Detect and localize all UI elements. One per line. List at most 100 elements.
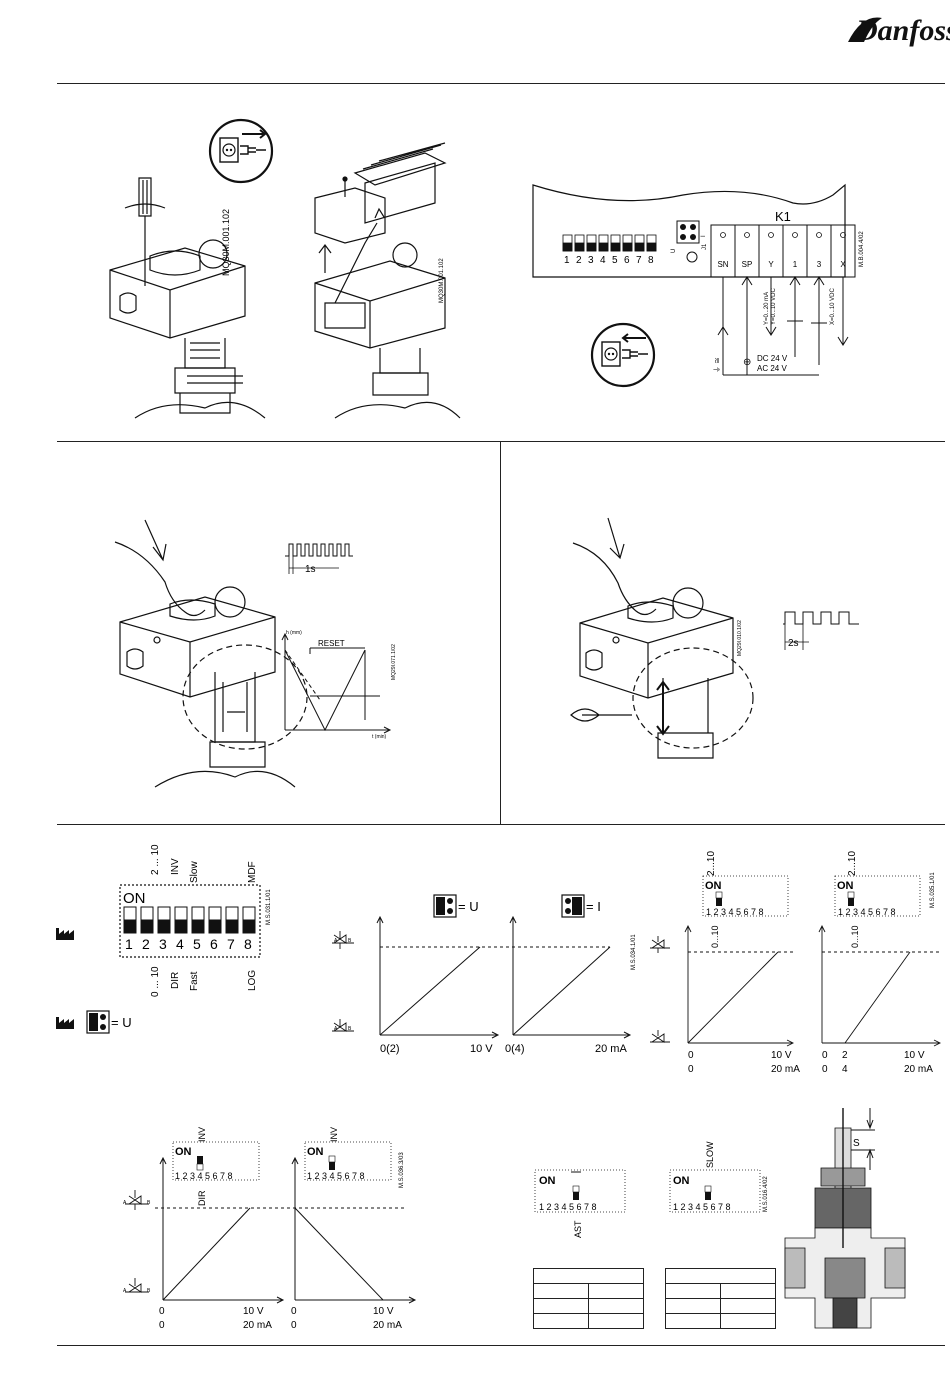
dip-top-7: MDF: [247, 861, 258, 883]
dip-bottom-7: LOG: [247, 970, 258, 991]
jumper-i: I: [701, 235, 707, 237]
power-plug-in-icon: [590, 322, 656, 388]
s4-valve-b-top: B: [147, 1200, 151, 1206]
terminal-block: 1 2 3 4 5 6 7 8 U I J1 K1 SN SP Y 1 3 X …: [532, 183, 865, 376]
tb-dip-7: 7: [636, 255, 642, 266]
dip-num-1: 1: [125, 936, 133, 952]
dir-inv-graphs: INV ON 1 2 3 4 5 6 7 8 DIR INV ON 1 2 3 …: [123, 1127, 417, 1331]
marking-mid: MQ30M.001.102: [439, 258, 445, 303]
graph-d-v-start: 0: [822, 1050, 828, 1061]
graph-d-v-end: 10 V: [904, 1050, 925, 1061]
slow-dip-on: ON: [673, 1175, 690, 1187]
power-unplug-icon: [208, 118, 274, 184]
dip-num-6: 6: [210, 936, 218, 952]
timing-table-left: [533, 1268, 644, 1329]
dip-num-5: 5: [193, 936, 201, 952]
t-axis: t (min): [372, 734, 387, 740]
actuator-cover-removed-drawing: MQ30M.001.102: [314, 142, 461, 419]
stroke-label: S: [853, 1138, 860, 1149]
jumper-u: U: [671, 249, 677, 253]
s4-g1-v-end: 10 V: [243, 1306, 264, 1317]
s4-valve-a-top: A: [123, 1200, 127, 1206]
range-graph-c: 2...10 ON 1 2 3 4 5 6 7 8 0...10 0 10 V …: [650, 851, 800, 1075]
g2-dip-nums: 1 2 3 4 5 6 7 8: [307, 1171, 365, 1181]
terminal-sn: SN: [717, 260, 728, 269]
dip-num-8: 8: [244, 936, 252, 952]
graph-d-ma-start: 0: [822, 1064, 828, 1075]
mid-marking: M.S.034.1/01: [631, 934, 637, 970]
factory-icon: [56, 928, 74, 940]
ast-dip-on: ON: [539, 1175, 556, 1187]
signal-x: X=0...10 VDC: [830, 287, 836, 325]
brand-name: Danfoss: [855, 14, 950, 47]
dip-num-7: 7: [227, 936, 235, 952]
jumper-u-factory: = U: [86, 1010, 132, 1034]
valve-a-top: A: [334, 938, 338, 944]
terminal-sp: SP: [742, 260, 753, 269]
graph-c-dip-on: ON: [705, 880, 722, 892]
graph-u-x-end: 10 V: [470, 1043, 493, 1055]
terminal-x: X: [840, 260, 846, 269]
tb-dip-4: 4: [600, 255, 606, 266]
terminal-3: 3: [817, 260, 822, 269]
danfoss-logo: Danfoss: [848, 14, 950, 47]
terminal-1: 1: [793, 260, 798, 269]
ground-symbol: ⏚ ≅: [713, 357, 721, 373]
jumper-u-label-a: = U: [111, 1015, 132, 1030]
section2-marking: MQ29I.071.1/02: [391, 644, 397, 680]
s4-g1-ma-start: 0: [159, 1320, 165, 1331]
s4-g2-ma-end: 20 mA: [373, 1320, 402, 1331]
graph-i-x-start: 0(4): [505, 1043, 525, 1055]
g2-dip-on: ON: [307, 1146, 324, 1158]
section2-vdivider: [500, 441, 501, 824]
manual-override-hand-drawing: [570, 517, 754, 759]
tb-dip-8: 8: [648, 255, 654, 266]
header-divider: [57, 83, 945, 84]
ast-slow-dips: ON 1 2 3 4 5 6 7 8 AST ON 1 2 3 4 5 6 7 …: [534, 1141, 769, 1238]
dip-top-3: Slow: [189, 861, 200, 883]
dip-top-2: INV: [170, 858, 181, 875]
jumper-j1: J1: [702, 243, 708, 250]
s4-valve-b-bottom: B: [147, 1288, 151, 1294]
actuator-screwdriver-drawing: MQ30M.001.102: [109, 177, 266, 419]
s4-g1-v-start: 0: [159, 1306, 165, 1317]
section2-marking-right: MQ29I.010.1/02: [737, 620, 743, 656]
dip-top-1: 2 ... 10: [150, 844, 161, 875]
graph-d-ma-mid: 4: [842, 1064, 848, 1075]
reset-pulse-diagram: 1s: [285, 543, 353, 575]
section1-divider: [57, 441, 945, 442]
graph-c-dip-side: 0...10: [710, 925, 720, 948]
right-marking: M.S.035.1/01: [930, 872, 936, 908]
graph-u-x-start: 0(2): [380, 1043, 400, 1055]
dip-num-4: 4: [176, 936, 184, 952]
graph-d-dip-side: 0...10: [850, 925, 860, 948]
tb-dip-6: 6: [624, 255, 630, 266]
signal-y2: Y=0...20 mA: [764, 292, 770, 325]
graph-c-v-start: 0: [688, 1050, 694, 1061]
section2-right-marking: MQ29I.010.1/02: [737, 620, 743, 656]
terminal-marking: M.B.004.4/02: [859, 231, 865, 267]
pulse-1s: 1s: [305, 564, 316, 575]
s4-g2-ma-start: 0: [291, 1320, 297, 1331]
terminal-y: Y: [768, 260, 774, 269]
supply-dc: DC 24 V: [757, 354, 788, 363]
graph-c-dip-top: 2...10: [706, 851, 717, 876]
section4-marking: M.S.036.3/03: [399, 1152, 405, 1188]
graph-c-dip-nums: 1 2 3 4 5 6 7 8: [706, 907, 764, 917]
graph-d-dip-on: ON: [837, 880, 854, 892]
supply-ac: AC 24 V: [757, 364, 787, 373]
dip-on-label: ON: [123, 890, 146, 907]
marking-left: MQ30M.001.102: [221, 209, 231, 276]
graph-c-ma-start: 0: [688, 1064, 694, 1075]
g1-dip-nums: 1 2 3 4 5 6 7 8: [175, 1171, 233, 1181]
h-axis: h (mm): [286, 630, 302, 636]
inv-label-1: INV: [197, 1127, 207, 1142]
jumper-u-label-b: = U: [458, 899, 479, 914]
inv-label-2: INV: [329, 1127, 339, 1142]
graph-c-ma-end: 20 mA: [771, 1064, 800, 1075]
graph-c-v-end: 10 V: [771, 1050, 792, 1061]
slow-dip-nums: 1 2 3 4 5 6 7 8: [673, 1202, 731, 1212]
jumper-i-label: = I: [586, 899, 601, 914]
reset-hand-actuator-drawing: [114, 519, 308, 788]
